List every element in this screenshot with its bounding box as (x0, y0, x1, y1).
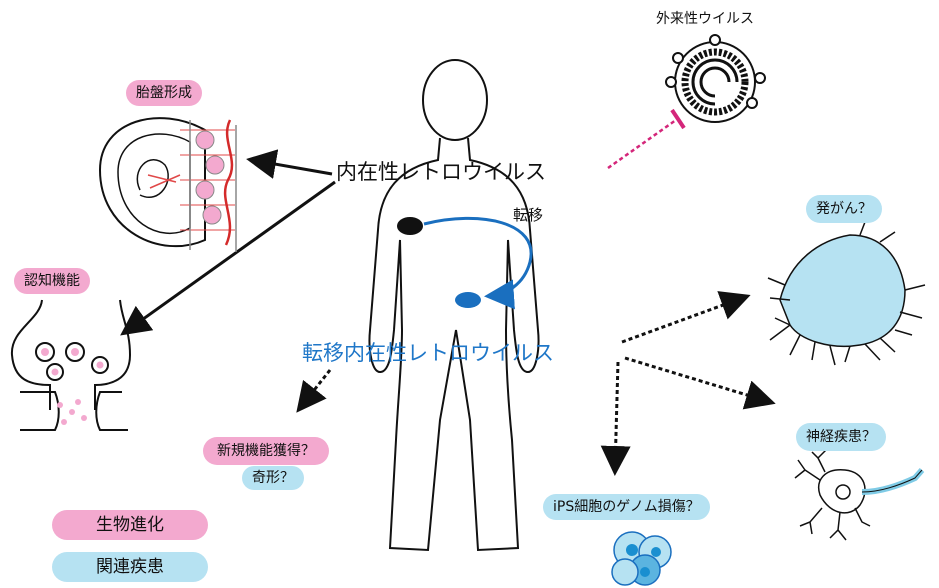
malformation-pill: 奇形？ (242, 466, 304, 490)
legend-evolution: 生物進化 (52, 510, 208, 540)
arrow-to-neuro (625, 358, 770, 402)
placenta-pill: 胎盤形成 (126, 80, 202, 106)
new-function-pill: 新規機能獲得？ (203, 437, 329, 465)
inhibition-bar (672, 110, 684, 128)
exogenous-virus-icon (666, 35, 765, 122)
original-insertion-site (397, 217, 423, 235)
arrow-to-new-function (300, 370, 330, 408)
cancer-cell-icon (768, 222, 925, 365)
synapse-icon (12, 300, 130, 430)
exogenous-virus-label: 外来性ウイルス (656, 8, 754, 28)
neuro-pill: 神経疾患？ (796, 423, 886, 451)
transposition-label: 転移 (513, 204, 543, 225)
new-insertion-site (455, 292, 481, 308)
arrow-to-ips (615, 362, 618, 470)
ips-pill: iPS細胞のゲノム損傷？ (543, 494, 710, 520)
inhibition-line (608, 120, 676, 168)
arrow-to-cancer (622, 297, 745, 342)
arrow-to-placenta (252, 160, 332, 174)
transposed-retrovirus-label: 転移内在性レトロウイルス (302, 337, 554, 367)
endogenous-retrovirus-label: 内在性レトロウイルス (336, 156, 546, 186)
ips-cells-icon (612, 532, 671, 585)
neuron-icon (795, 450, 922, 540)
human-body-outline (369, 60, 538, 550)
cognition-pill: 認知機能 (14, 268, 90, 294)
cancer-pill: 発がん？ (806, 195, 882, 223)
placenta-embryo-icon (100, 118, 236, 252)
legend-disease: 関連疾患 (52, 552, 208, 582)
